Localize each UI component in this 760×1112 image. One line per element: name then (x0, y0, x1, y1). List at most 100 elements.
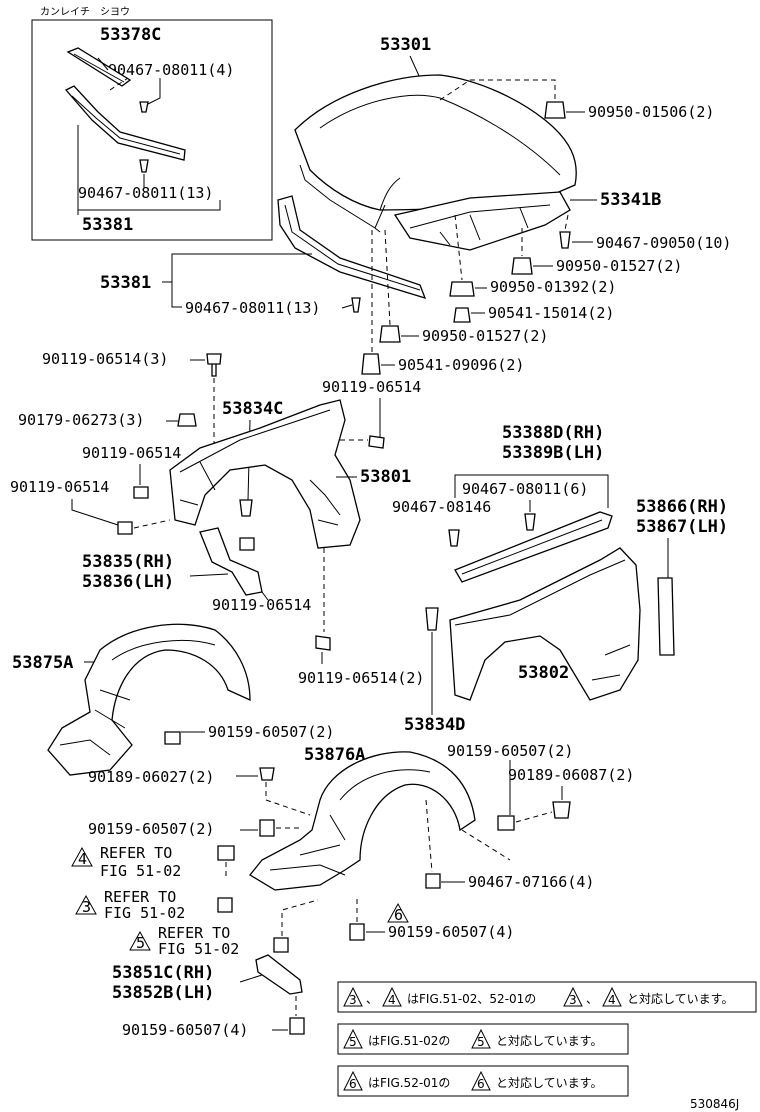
fender-53802-detail (454, 559, 631, 681)
apron-53801-detail (179, 409, 341, 526)
svg-text:5: 5 (477, 1035, 485, 1049)
label-90159-60507-2c: 90159-60507(2) (88, 820, 214, 838)
inset-seal-53381 (64, 85, 186, 161)
svg-text:はFIG.51-02、52-01の: はFIG.51-02、52-01の (407, 992, 536, 1006)
label-53852B: 53852B(LH) (112, 983, 214, 1003)
clip-refer-3 (217, 897, 233, 913)
label-90159-60507-2a: 90159-60507(2) (208, 723, 334, 741)
clip-90189-06087 (552, 801, 571, 819)
label-90189-06027: 90189-06027(2) (88, 768, 214, 786)
label-53851C: 53851C(RH) (112, 963, 214, 983)
label-53834C: 53834C (222, 399, 283, 419)
lead-90119-06514-d (261, 591, 269, 601)
label-90119-06514-a: 90119-06514 (322, 378, 421, 396)
dash-hood-column (371, 229, 391, 355)
lead-90467-08011-13 (341, 304, 353, 309)
clip-53834D (425, 607, 439, 631)
cushion-90541-15014 (453, 307, 471, 323)
label-90467-08011-6: 90467-08011(6) (462, 480, 588, 498)
nut-90179-06273 (177, 413, 197, 427)
dash-90189-06027 (265, 782, 311, 816)
clip-90467-09050 (559, 231, 571, 249)
legend-note-2: 5 はFIG.51-02の 5 と対応しています。 (337, 1023, 629, 1055)
fender-53802 (449, 547, 641, 701)
label-53836: 53836(LH) (82, 572, 174, 592)
label-90159-60507-2b: 90159-60507(2) (447, 742, 573, 760)
seal-53381-detail (284, 204, 421, 291)
svg-text:はFIG.52-01の: はFIG.52-01の (368, 1076, 450, 1090)
cushion-90950-01527b (379, 325, 401, 343)
lead-53388D (454, 474, 609, 508)
svg-text:6: 6 (349, 1077, 357, 1091)
inset-seal-53381-detail (71, 95, 181, 155)
hood-edge (299, 164, 386, 233)
lead-53301 (409, 55, 421, 79)
liner-53875A-detail (59, 639, 216, 756)
refer-5-line2: FIG 51-02 (158, 940, 239, 958)
label-53388D: 53388D(RH) (502, 423, 604, 443)
legend-note-3: 6 はFIG.52-01の 6 と対応しています。 (337, 1065, 629, 1097)
inset-lead-2 (109, 77, 129, 91)
bolt-90119-06514-b (133, 486, 149, 499)
triangle-refer-6-num: 6 (394, 906, 403, 924)
svg-text:5: 5 (349, 1035, 357, 1049)
dash-90950-01506 (439, 79, 556, 101)
stopper-90950-01506 (544, 101, 566, 119)
clip-90467-08146 (448, 529, 460, 547)
label-90119-06514-b: 90119-06514 (82, 444, 181, 462)
liner-53876A (249, 751, 476, 891)
refer-5-line1: REFER TO (158, 924, 230, 942)
triangle-refer-5-num: 5 (136, 934, 145, 952)
svg-text:6: 6 (477, 1077, 485, 1091)
bracket-53851C (255, 954, 303, 995)
refer-3-line2: FIG 51-02 (104, 904, 185, 922)
refer-4-line1: REFER TO (100, 844, 172, 862)
label-90189-06087: 90189-06087(2) (508, 766, 634, 784)
svg-text:はFIG.51-02の: はFIG.51-02の (368, 1034, 450, 1048)
label-53301: 53301 (380, 35, 431, 55)
hood-underframe-detail (409, 204, 551, 246)
label-90950-01527a: 90950-01527(2) (556, 257, 682, 275)
svg-text:4: 4 (608, 993, 616, 1007)
label-53866: 53866(RH) (636, 497, 728, 517)
label-90119-06514-c: 90119-06514 (10, 478, 109, 496)
dash-refer-5 (281, 899, 319, 936)
label-53341B: 53341B (600, 190, 661, 210)
clip-refer-4 (217, 845, 235, 861)
label-90950-01392: 90950-01392(2) (490, 278, 616, 296)
liner-53875A (47, 623, 251, 776)
triangle-refer-4 (71, 846, 93, 867)
svg-text:3: 3 (569, 993, 577, 1007)
label-90119-06514-2: 90119-06514(2) (298, 669, 424, 687)
inset-frame (31, 19, 273, 241)
triangle-refer-5 (129, 930, 151, 951)
legend-note-1: 3 、 4 はFIG.51-02、52-01の 3 、 4 と対応しています。 (337, 981, 757, 1013)
seal-53381 (277, 195, 427, 300)
hood-panel (294, 74, 577, 211)
triangle-refer-3-num: 3 (82, 898, 91, 916)
label-90467-08146: 90467-08146 (392, 498, 491, 516)
clip-90189-06027 (259, 767, 275, 781)
lead-53851C (239, 974, 263, 983)
label-53867: 53867(LH) (636, 517, 728, 537)
clip-90467-08011-13 (351, 297, 361, 313)
clip-90467-08011-6 (524, 513, 536, 531)
label-53835: 53835(RH) (82, 552, 174, 572)
refer-4-line2: FIG 51-02 (100, 862, 181, 880)
label-53834D: 53834D (404, 715, 465, 735)
label-53381-inset: 53381 (82, 215, 133, 235)
clip-90467-07166 (425, 873, 441, 889)
label-90159-60507-4b: 90159-60507(4) (122, 1021, 248, 1039)
bolt-90119-06514-c (117, 521, 133, 535)
inset-lead-1 (97, 57, 161, 105)
triangle-refer-3 (75, 894, 97, 915)
inset-seal-strip-detail (73, 53, 125, 83)
cushion-90950-01527a (511, 257, 533, 275)
label-90541-09096: 90541-09096(2) (398, 356, 524, 374)
svg-text:3: 3 (349, 993, 357, 1007)
inset-lead-3 (77, 125, 221, 215)
label-90159-60507-4a: 90159-60507(4) (388, 923, 514, 941)
svg-text:、: 、 (586, 992, 598, 1006)
label-90467-08011-4: 90467-08011(4) (108, 61, 234, 79)
label-90467-07166: 90467-07166(4) (468, 873, 594, 891)
